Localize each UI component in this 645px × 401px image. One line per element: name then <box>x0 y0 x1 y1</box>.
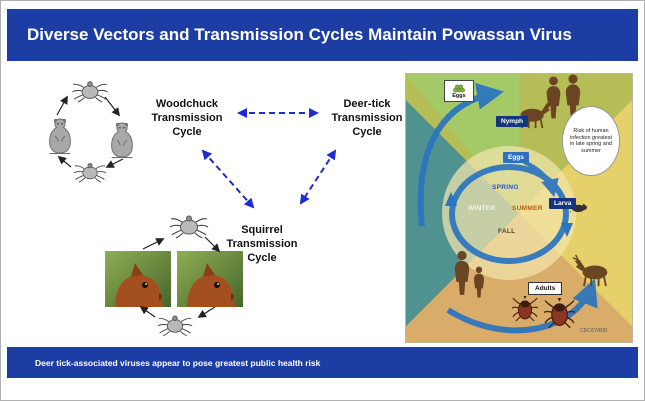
squirrel-photo <box>105 251 171 307</box>
season-summer: SUMMER <box>512 205 543 212</box>
larva-stage-box: Larva <box>549 198 577 209</box>
tick-image <box>73 161 107 183</box>
adults-stage-box: Adults <box>528 282 563 295</box>
tick-lifecycle-panel: Eggs Nymph Eggs Larva Adults SPRING WINT… <box>405 73 633 343</box>
image-credit: CDC/DVBID <box>580 328 608 334</box>
season-fall: FALL <box>498 228 516 235</box>
tick-image <box>157 313 193 337</box>
tick-image <box>71 79 109 103</box>
squirrel-cycle-label: Squirrel Transmission Cycle <box>226 224 298 264</box>
slide-footer-bar: Deer tick-associated viruses appear to p… <box>7 347 638 378</box>
slide-title-bar: Diverse Vectors and Transmission Cycles … <box>7 9 638 61</box>
eggs-stage-label: Eggs <box>452 93 466 99</box>
footer-text: Deer tick-associated viruses appear to p… <box>35 357 321 368</box>
eggs-icon <box>450 83 468 93</box>
lifecycle-art <box>417 74 608 334</box>
tick-image <box>169 213 209 239</box>
woodchuck-cycle-label: Woodchuck Transmission Cycle <box>151 98 223 138</box>
risk-note: Risk of human infection greatest in late… <box>562 106 620 176</box>
woodchuck-image <box>43 117 77 155</box>
deer-tick-cycle-label: Deer-tick Transmission Cycle <box>331 98 403 138</box>
season-spring: SPRING <box>492 184 519 191</box>
eggs-stage-box: Eggs <box>444 80 474 102</box>
woodchuck-image <box>105 121 139 159</box>
eggs-mid-stage-box: Eggs <box>503 152 529 163</box>
season-winter: WINTER <box>468 205 496 212</box>
nymph-stage-box: Nymph <box>496 116 529 127</box>
slide-title: Diverse Vectors and Transmission Cycles … <box>27 25 572 44</box>
